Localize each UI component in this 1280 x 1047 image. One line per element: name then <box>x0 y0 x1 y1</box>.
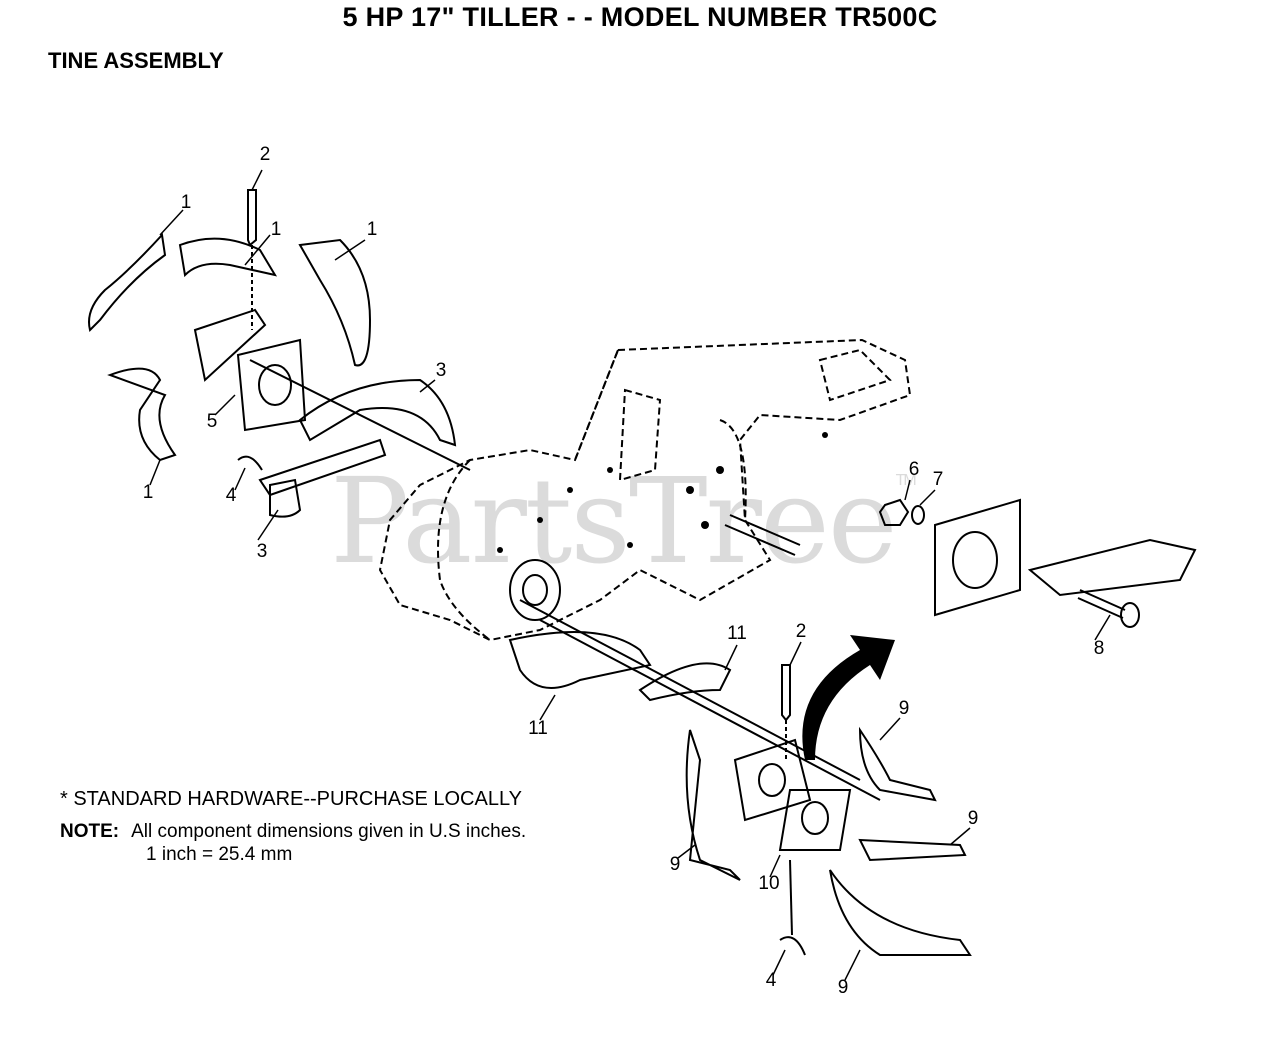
section-title: TINE ASSEMBLY <box>48 48 224 73</box>
note-line-2: 1 inch = 25.4 mm <box>146 844 293 865</box>
callout-2: 2 <box>795 621 807 642</box>
callout-1: 1 <box>366 219 378 240</box>
page-title: 5 HP 17" TILLER - - MODEL NUMBER TR500C <box>342 2 938 32</box>
callout-7: 7 <box>932 469 944 490</box>
callout-4: 4 <box>765 970 777 991</box>
right-hub-plates <box>733 738 852 851</box>
right-tines <box>508 631 972 956</box>
direction-arrow <box>802 635 895 760</box>
callout-11: 11 <box>727 623 747 644</box>
left-hub-plate <box>193 308 307 432</box>
callout-9: 9 <box>669 854 681 875</box>
shaft-right-b <box>539 619 881 801</box>
note-label: NOTE: <box>60 821 120 842</box>
callout-4: 4 <box>225 485 237 506</box>
callout-5: 5 <box>206 411 218 432</box>
axle-shaft <box>724 514 801 556</box>
transmission-housing <box>378 338 912 642</box>
clip-left <box>237 455 263 471</box>
shaft-left <box>249 359 471 471</box>
left-tines <box>88 232 457 518</box>
lock-washer <box>911 505 925 525</box>
callout-11: 11 <box>528 718 548 739</box>
callout-3: 3 <box>435 360 447 381</box>
callout-3: 3 <box>256 541 268 562</box>
callout-9: 9 <box>898 698 910 719</box>
note-line-1: All component dimensions given in U.S in… <box>131 821 527 842</box>
callout-8: 8 <box>1093 638 1105 659</box>
hex-nut <box>878 498 910 526</box>
pin-right <box>781 664 791 722</box>
callout-2: 2 <box>259 144 271 165</box>
callout-9: 9 <box>967 808 979 829</box>
standard-hardware-note: * STANDARD HARDWARE--PURCHASE LOCALLY <box>60 788 522 810</box>
watermark: PartsTreeTM <box>330 452 917 590</box>
pin-line-bottom <box>789 859 793 936</box>
callout-1: 1 <box>180 192 192 213</box>
clip-right <box>779 936 806 956</box>
callout-1: 1 <box>270 219 282 240</box>
callout-1: 1 <box>142 482 154 503</box>
dimensions-note: NOTE: All component dimensions given in U… <box>60 820 526 866</box>
callout-9: 9 <box>837 977 849 998</box>
housing-bolts <box>497 432 828 553</box>
hub-center <box>509 559 561 621</box>
watermark-tm: TM <box>895 472 917 489</box>
outer-hub-plate <box>878 498 1197 628</box>
callout-6: 6 <box>908 459 920 480</box>
watermark-text: PartsTree <box>330 452 898 590</box>
leader-lines <box>149 169 1111 981</box>
callout-10: 10 <box>758 873 780 894</box>
pin-left <box>247 189 257 247</box>
bolt <box>1077 589 1126 619</box>
